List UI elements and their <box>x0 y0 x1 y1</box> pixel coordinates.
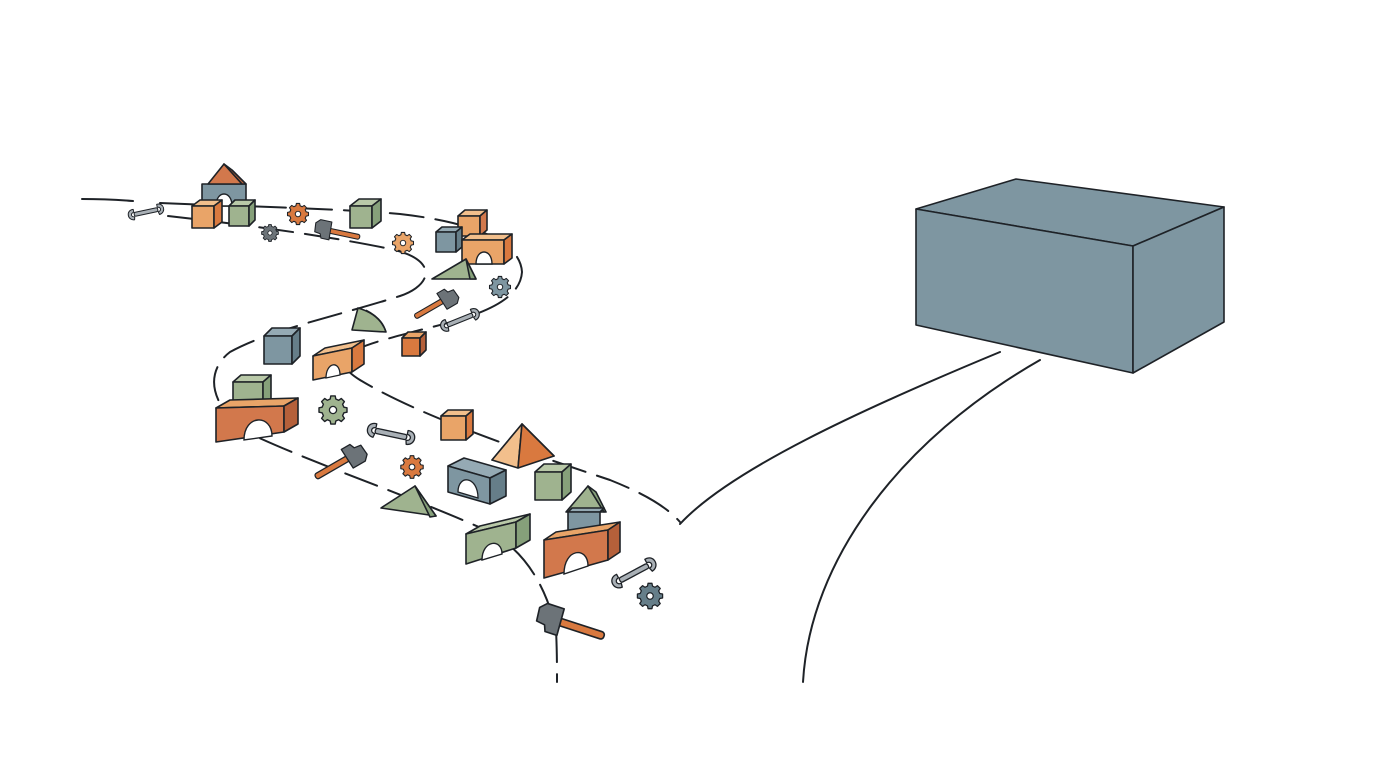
block-ramp-icon <box>491 423 555 469</box>
wrench-icon <box>365 421 417 447</box>
hammer-icon <box>409 284 462 326</box>
path-items <box>126 163 664 651</box>
block-cube-icon <box>191 199 223 229</box>
destination-box <box>915 178 1225 374</box>
block-ramp-icon <box>431 258 477 280</box>
block-wedge-icon <box>351 307 387 333</box>
gear-icon <box>318 395 348 425</box>
straight-path-right-edge <box>802 359 1041 683</box>
gear-icon <box>636 582 664 610</box>
hammer-icon <box>532 600 609 651</box>
gear-icon <box>488 275 512 299</box>
wrench-icon <box>438 306 482 334</box>
wrench-icon <box>126 202 166 222</box>
box-side-face <box>1132 206 1225 374</box>
block-cube-icon <box>534 463 572 501</box>
path-lead-in-line <box>81 198 134 202</box>
block-cube-icon <box>228 199 256 227</box>
block-arch-icon <box>447 457 507 505</box>
gear-icon <box>400 455 424 479</box>
block-cube-icon <box>435 226 463 253</box>
winding-path <box>81 198 681 683</box>
block-arch-icon <box>312 339 365 381</box>
block-cube-icon <box>401 331 427 357</box>
straight-path-left-edge <box>679 351 1001 525</box>
block-arch-icon <box>465 513 531 565</box>
block-arch-icon <box>461 233 513 265</box>
block-arch-icon <box>215 397 299 443</box>
gear-icon <box>286 202 310 226</box>
block-cube-icon <box>440 409 474 441</box>
block-cube-icon <box>349 198 382 229</box>
gear-icon <box>261 224 279 242</box>
straight-path <box>679 351 1041 683</box>
block-cube-icon <box>263 327 301 365</box>
gear-icon <box>391 231 415 255</box>
block-tower-icon <box>543 485 621 579</box>
block-ramp-icon <box>380 485 437 518</box>
